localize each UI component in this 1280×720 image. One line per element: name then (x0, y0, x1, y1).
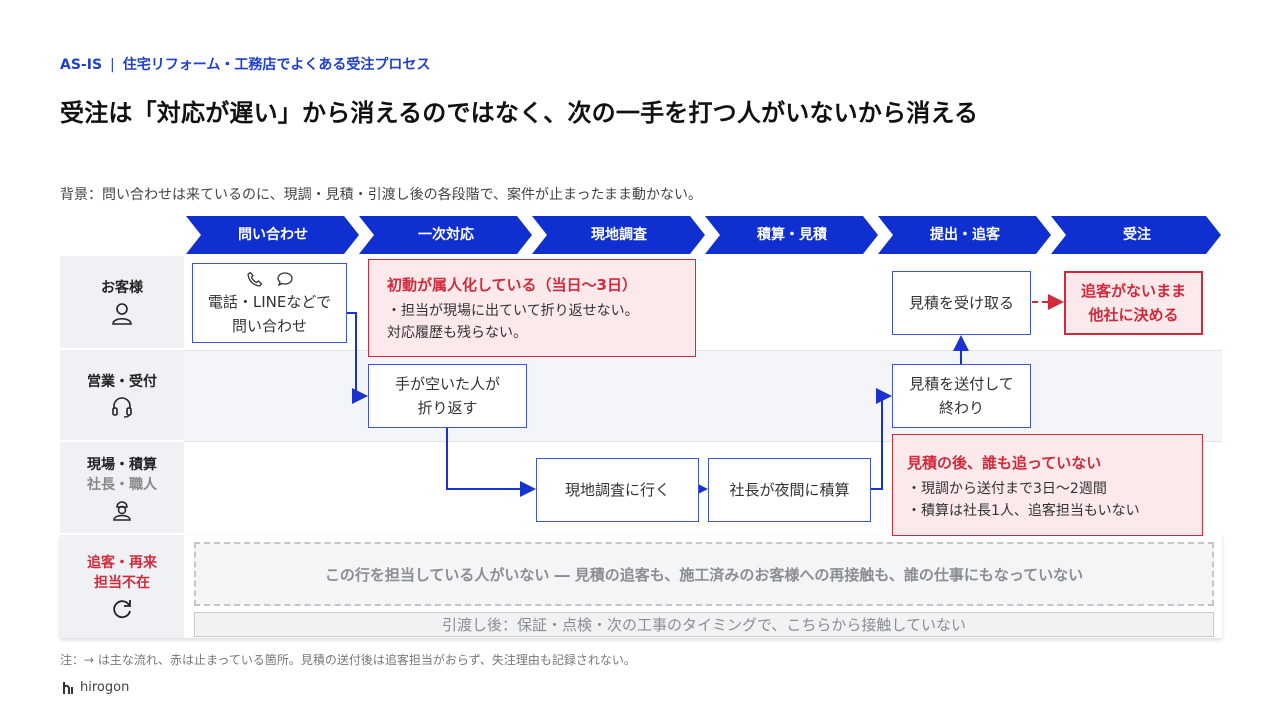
unowned-row-notice: この行を担当している人がいない ― 見積の追客も、施工済みのお客様への再接触も、… (194, 542, 1214, 606)
worker-icon (113, 500, 131, 521)
issue-after-quote-line-1: ・現調から送付まで3日〜2週間 (907, 481, 1107, 497)
eyebrow: AS-IS | 住宅リフォーム・工務店でよくある受注プロセス (60, 54, 430, 74)
chat-icon (276, 272, 293, 287)
lane-sales: 営業・受付 (60, 350, 184, 442)
person-icon (112, 303, 132, 325)
box-inquiry: 電話・LINEなどで 問い合わせ (192, 263, 347, 343)
footnote: 注：→ は主な流れ、赤は止まっている箇所。見積の送付後は追客担当がおらず、失注理… (60, 653, 636, 667)
brand-name: hirogon (80, 680, 130, 695)
lost-text-2: 他社に決める (1088, 306, 1179, 324)
stage-label-3: 現地調査 (591, 227, 647, 243)
lane-followup: 追客・再来 担当不在 (60, 535, 184, 638)
issue-after-quote: 見積の後、誰も追っていない ・現調から送付まで3日〜2週間 ・積算は社長1人、追… (892, 434, 1203, 536)
chevron-stage-5 (878, 216, 1051, 254)
inquiry-text-1: 電話・LINEなどで (207, 293, 332, 311)
after-handover-bar: 引渡し後：保証・点検・次の工事のタイミングで、こちらから接触していない (194, 612, 1214, 637)
inquiry-text-2: 問い合わせ (231, 317, 307, 335)
inquiry-icons (246, 268, 293, 290)
box-send-quote: 見積を送付して 終わり (892, 364, 1031, 428)
box-receive-quote: 見積を受け取る (892, 271, 1031, 335)
box-callback: 手が空いた人が 折り返す (368, 364, 527, 428)
callback-text-2: 折り返す (417, 399, 478, 417)
eyebrow-separator: | (110, 57, 115, 73)
lane-followup-label-2: 担当不在 (94, 574, 150, 591)
stage-label-2: 一次対応 (418, 227, 474, 243)
lane-customer-label: お客様 (101, 280, 143, 296)
callback-text-1: 手が空いた人が (394, 375, 500, 393)
stage-label-5: 提出・追客 (930, 227, 1000, 243)
lane-followup-label-1: 追客・再来 (87, 554, 157, 571)
box-site-visit: 現地調査に行く (536, 458, 699, 522)
eyebrow-subtitle: 住宅リフォーム・工務店でよくある受注プロセス (122, 57, 431, 73)
issue-after-quote-title: 見積の後、誰も追っていない (907, 454, 1102, 472)
background-text: 背景：問い合わせは来ているのに、現調・見積・引渡し後の各段階で、案件が止まったま… (60, 187, 703, 203)
brand-logo: hirogon (62, 680, 129, 695)
page-title: 受注は「対応が遅い」から消えるのではなく、次の一手を打つ人がいないから消える (60, 99, 979, 127)
arrow-inquiry-to-callback (347, 312, 368, 404)
refresh-icon (113, 599, 131, 618)
stage-label-4: 積算・見積 (757, 227, 827, 243)
headset-icon (112, 397, 132, 418)
brand-mark-icon (63, 681, 73, 694)
send-quote-text-2: 終わり (938, 399, 984, 417)
lane-customer: お客様 (60, 256, 184, 350)
chevron-stage-3 (532, 216, 705, 254)
issue-first-response-line-1: ・担当が現場に出ていて折り返せない。 (387, 303, 639, 319)
lane-field-label: 現場・積算 (87, 456, 157, 473)
phone-icon (246, 271, 262, 287)
issue-first-response: 初動が属人化している（当日〜3日） ・担当が現場に出ていて折り返せない。 対応履… (368, 259, 696, 357)
stage-label-1: 問い合わせ (238, 227, 308, 243)
lane-field: 現場・積算 社長・職人 (60, 442, 184, 535)
stage-label-6: 受注 (1123, 227, 1151, 243)
chevron-stage-1 (186, 216, 359, 254)
arrow-estimate-to-send (871, 388, 892, 490)
lane-sales-label: 営業・受付 (87, 374, 157, 390)
issue-first-response-title: 初動が属人化している（当日〜3日） (387, 276, 637, 294)
eyebrow-tag: AS-IS (60, 57, 103, 73)
lane-field-sublabel: 社長・職人 (87, 476, 157, 493)
lost-text-1: 追客がないまま (1080, 282, 1186, 300)
chevron-stage-4 (705, 216, 878, 254)
arrow-callback-to-site (446, 428, 536, 497)
chevron-stage-6 (1051, 216, 1221, 254)
issue-first-response-line-2: 対応履歴も残らない。 (387, 325, 527, 341)
box-lost-to-competitor: 追客がないまま 他社に決める (1064, 271, 1203, 335)
box-estimate: 社長が夜間に積算 (708, 458, 871, 522)
send-quote-text-1: 見積を送付して (909, 375, 1014, 393)
chevron-stage-2 (359, 216, 532, 254)
issue-after-quote-line-2: ・積算は社長1人、追客担当もいない (907, 503, 1140, 519)
